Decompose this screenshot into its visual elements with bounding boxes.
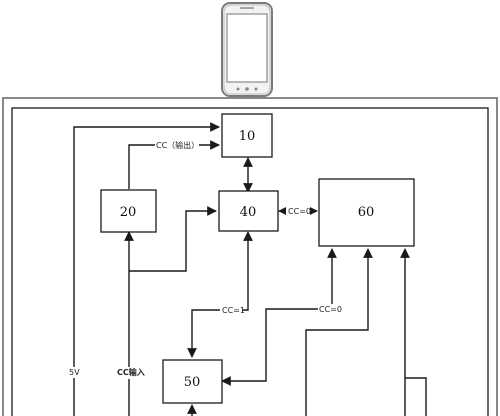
block-50: 50 [162,359,223,404]
label-cc-output: CC（输出） [156,140,199,150]
wire-20-to-10 [128,140,220,189]
label-5v: 5V [69,368,80,377]
outer-frame [2,97,498,416]
wire-40-50 [187,231,253,358]
wire-right-branch [405,377,427,416]
label-cc-zero-mid: CC=0 [319,305,342,314]
wire-5v-to-10 [73,122,220,416]
wire-50-60 [221,248,337,386]
block-50-label: 50 [184,375,201,390]
block-40: 40 [218,190,279,232]
wire-bottom-to-60-a [305,248,373,416]
label-cc-zero-top: CC=0 [288,207,311,216]
inner-frame [11,107,489,416]
block-20: 20 [100,189,157,233]
label-cc-one: CC=1 [222,306,245,315]
block-10: 10 [221,113,273,158]
block-40-label: 40 [240,205,257,220]
block-20-label: 20 [120,205,137,220]
block-10-label: 10 [239,129,256,144]
smartphone-icon [221,2,273,97]
block-60: 60 [318,178,415,247]
wire-to-40 [129,206,217,272]
block-60-label: 60 [358,205,375,220]
label-cc-input: CC输入 [117,367,145,377]
